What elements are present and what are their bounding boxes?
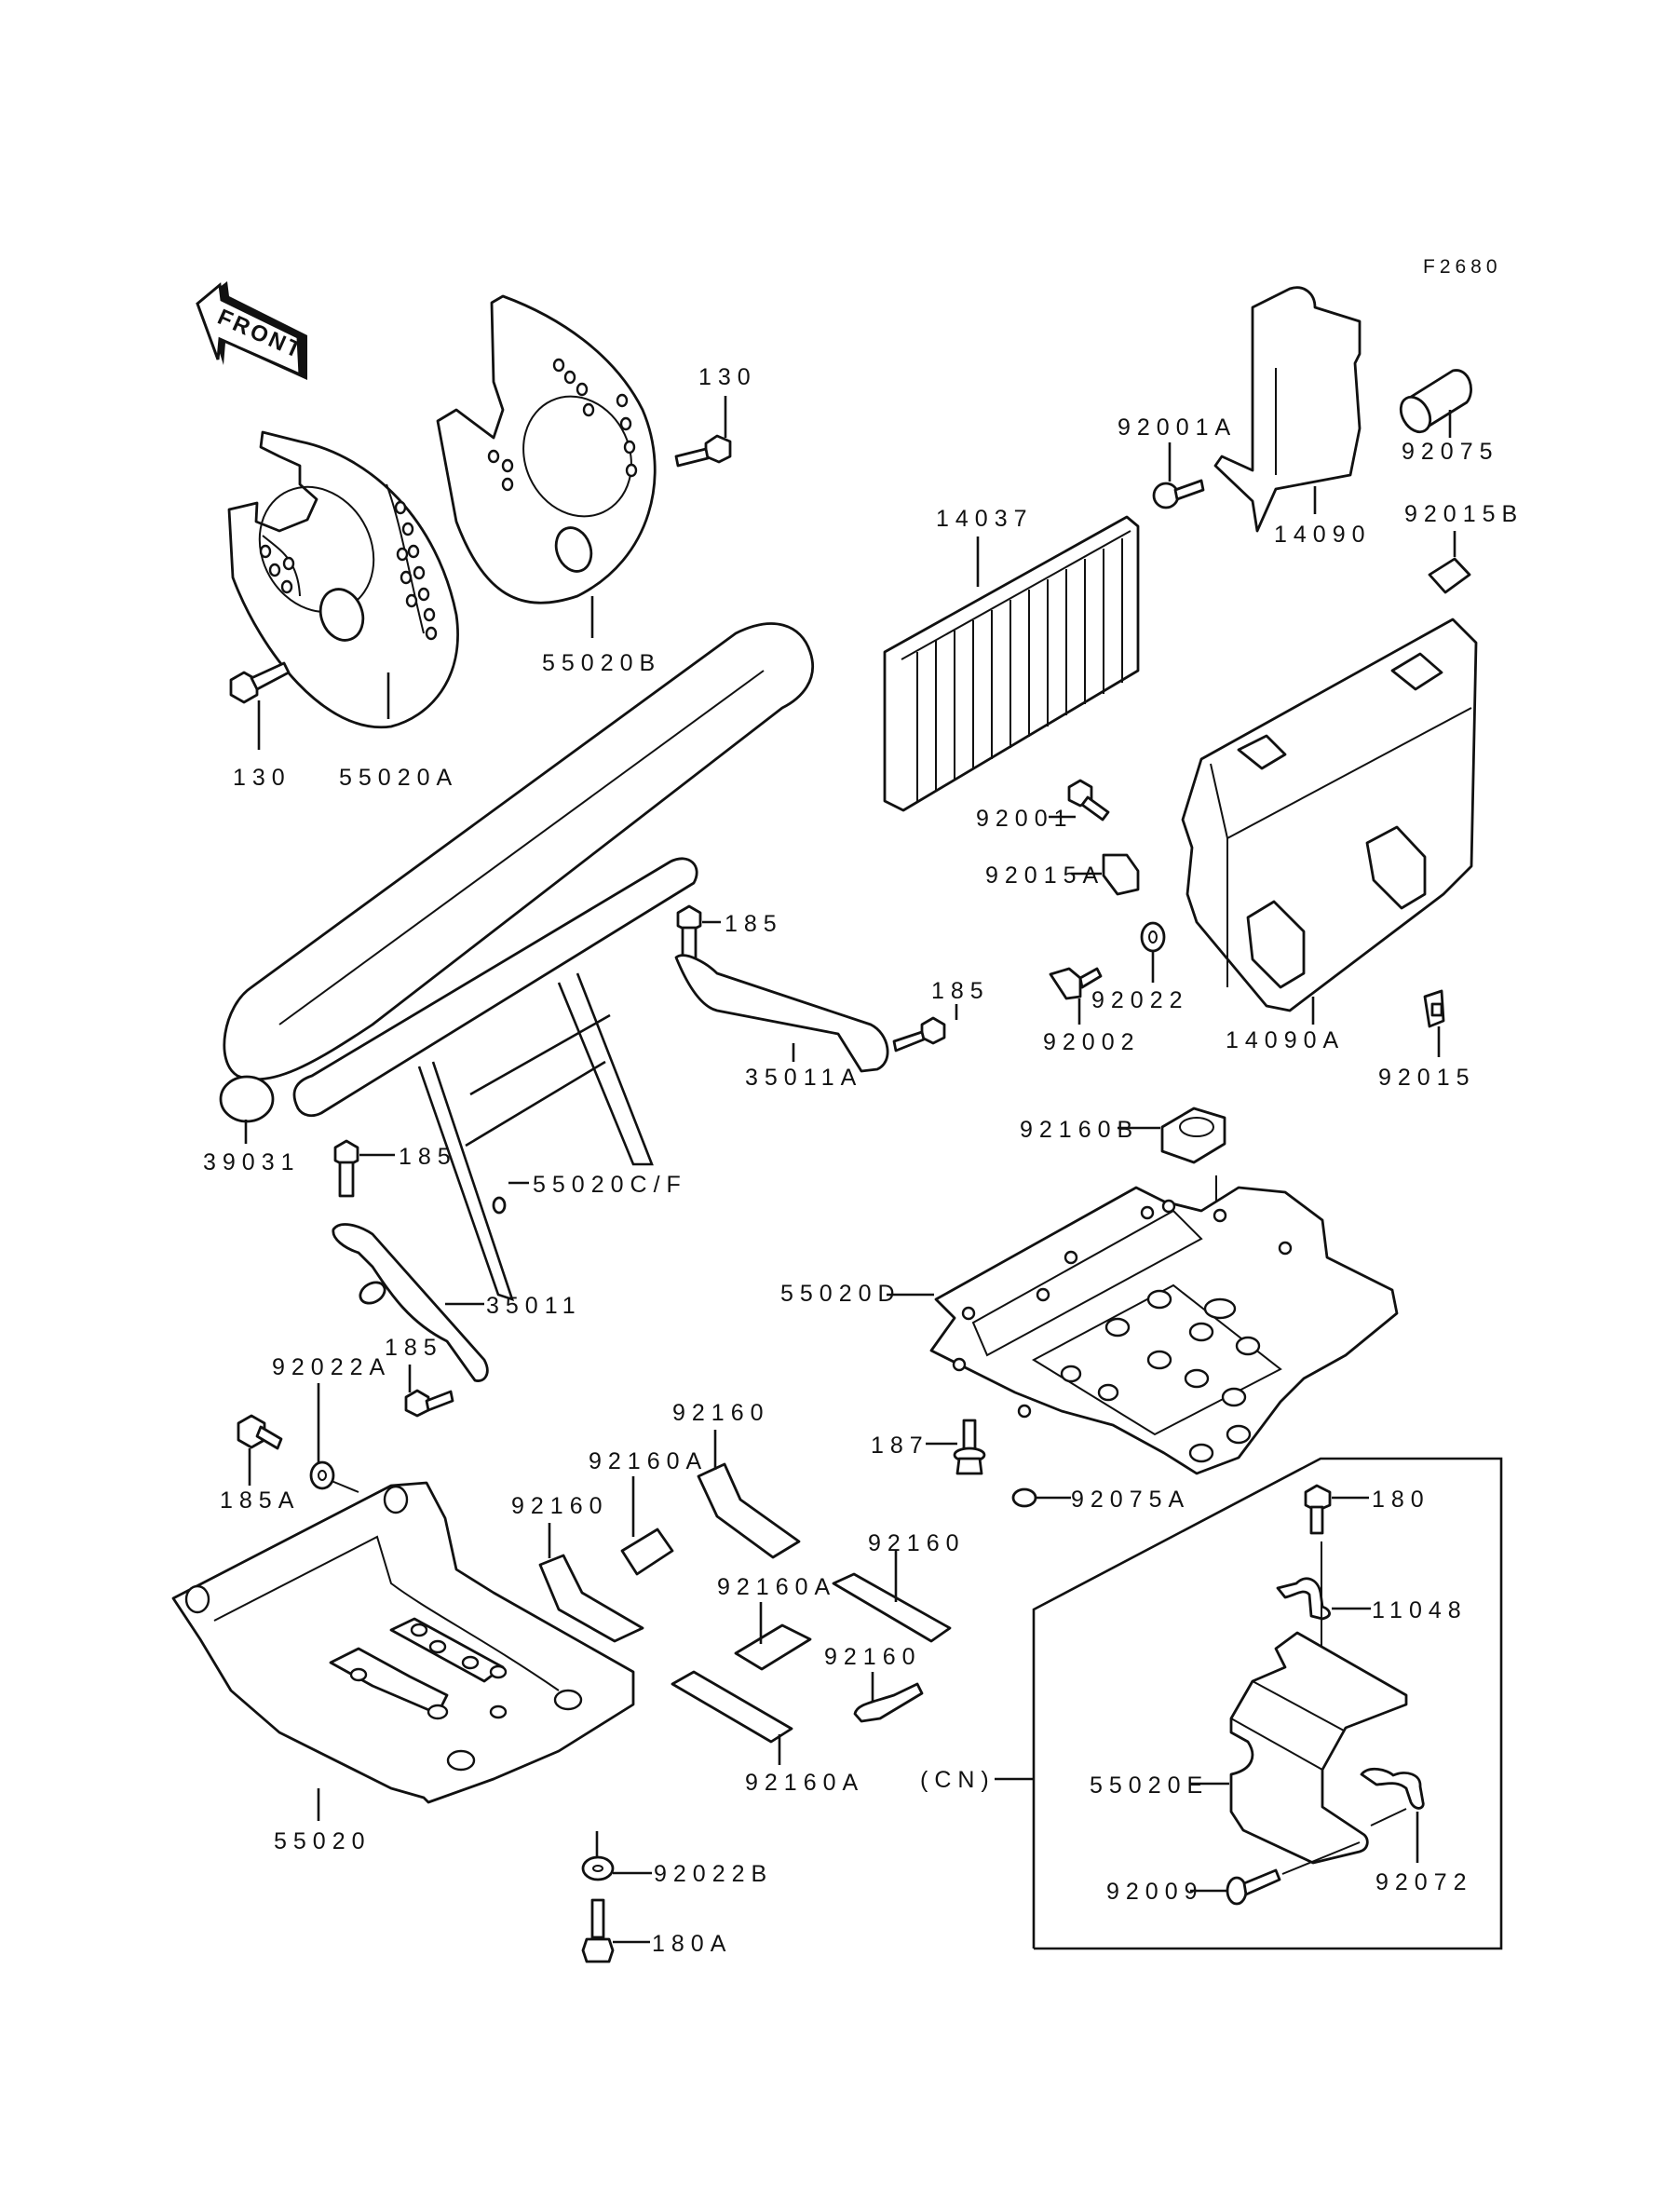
part-92022-washer[interactable] (1140, 921, 1166, 953)
callout-92160A-a: 92160A (589, 1448, 708, 1474)
callout-55020B: 55020B (542, 650, 661, 676)
bolt-130-top-icon[interactable] (674, 434, 732, 468)
callout-92160-b: 92160 (672, 1400, 770, 1426)
bolt-130-icon[interactable] (229, 661, 291, 704)
part-39031-cap[interactable] (219, 1075, 275, 1123)
part-92075A-grommet[interactable] (1011, 1487, 1037, 1508)
callout-CN: (CN) (920, 1767, 996, 1793)
bolt-185-a-icon[interactable] (676, 904, 702, 963)
part-55020B-disc-guard[interactable] (436, 294, 657, 604)
callout-92001: 92001 (976, 806, 1074, 832)
bolt-187-icon[interactable] (953, 1419, 986, 1475)
callout-185A: 185A (220, 1487, 300, 1514)
part-35011A-bracket[interactable] (674, 954, 889, 1073)
callout-92160-a: 92160 (511, 1493, 609, 1519)
part-92022A-washer[interactable] (309, 1460, 335, 1490)
part-35011-bracket[interactable] (332, 1223, 489, 1382)
part-92160-pad-d[interactable] (671, 1670, 793, 1744)
callout-55020E: 55020E (1090, 1772, 1209, 1799)
part-14037-grille[interactable] (883, 515, 1140, 812)
callout-92015B: 92015B (1404, 501, 1524, 527)
part-55020CF-frame[interactable] (223, 622, 815, 1302)
part-55020D-skid-plate[interactable] (929, 1186, 1399, 1475)
bolt-185A-icon[interactable] (237, 1414, 283, 1450)
callout-92009: 92009 (1106, 1879, 1204, 1905)
part-92160-pad-c[interactable] (832, 1572, 952, 1643)
bolt-185-c-icon[interactable] (333, 1139, 359, 1198)
callout-180: 180 (1372, 1487, 1430, 1513)
callout-92160-d: 92160A (745, 1770, 864, 1796)
callout-92160-c: 92160 (868, 1530, 966, 1556)
callout-14090: 14090 (1274, 522, 1372, 548)
part-92160A-pad-b[interactable] (734, 1623, 812, 1671)
callout-92022: 92022 (1091, 987, 1189, 1013)
bolt-185-d-icon[interactable] (404, 1389, 454, 1418)
callout-180A: 180A (652, 1931, 732, 1957)
callout-35011A: 35011A (745, 1065, 862, 1091)
cn-inset-box (1032, 1457, 1503, 1950)
callout-92002: 92002 (1043, 1029, 1141, 1055)
callout-92022B: 92022B (654, 1861, 773, 1887)
callout-92001A: 92001A (1118, 414, 1237, 441)
part-92022B-washer[interactable] (581, 1855, 615, 1881)
front-arrow-icon: FRONT (196, 281, 307, 380)
callout-92160A-c: 92160 (824, 1644, 922, 1670)
callout-14090A: 14090A (1226, 1027, 1345, 1053)
callout-55020CF: 55020C/F (533, 1172, 687, 1198)
callout-92072: 92072 (1375, 1869, 1473, 1895)
part-92160B-block[interactable] (1160, 1107, 1226, 1164)
callout-92160B: 92160B (1020, 1117, 1139, 1143)
part-92015A-clip[interactable] (1102, 853, 1140, 896)
callout-92022A: 92022A (272, 1354, 391, 1380)
part-92075-sleeve[interactable] (1395, 369, 1472, 438)
callout-55020: 55020 (274, 1828, 372, 1854)
callout-55020A: 55020A (339, 765, 458, 791)
callout-185-d: 185 (385, 1335, 443, 1361)
callout-14037: 14037 (936, 506, 1034, 532)
part-92072-clamp[interactable] (1360, 1767, 1425, 1810)
bolt-92001A-icon[interactable] (1152, 479, 1205, 509)
part-55020-skid-plate[interactable] (171, 1481, 635, 1804)
callout-39031: 39031 (203, 1149, 301, 1175)
callout-92015A: 92015A (985, 862, 1104, 889)
callout-35011: 35011 (486, 1293, 582, 1319)
callout-185-c: 185 (399, 1144, 457, 1170)
callout-130-lower: 130 (233, 765, 291, 791)
bolt-185-b-icon[interactable] (892, 1016, 946, 1052)
callout-185-a: 185 (725, 911, 783, 937)
part-92160A-pad-a[interactable] (620, 1528, 674, 1576)
bolt-92009-icon[interactable] (1226, 1868, 1281, 1906)
part-92160-pad-b[interactable] (697, 1462, 801, 1559)
part-55020A-disc-guard[interactable] (227, 430, 459, 729)
callout-11048: 11048 (1372, 1597, 1468, 1623)
figure-code: F2680 (1423, 256, 1502, 278)
part-14090A-battery-box[interactable] (1181, 618, 1478, 1012)
bolt-180A-icon[interactable] (581, 1898, 615, 1963)
part-92160-pad-a[interactable] (538, 1554, 644, 1643)
bolt-180-icon[interactable] (1304, 1484, 1332, 1535)
callout-92160A-b: 92160A (717, 1574, 836, 1600)
part-92015B-clip[interactable] (1428, 557, 1471, 594)
part-55020E-guard[interactable] (1229, 1631, 1408, 1865)
bolt-92002-wing-icon[interactable] (1049, 967, 1103, 1000)
callout-92075A: 92075A (1071, 1487, 1190, 1513)
part-92015-clip[interactable] (1423, 989, 1445, 1028)
callout-187: 187 (871, 1433, 929, 1459)
callout-130-upper: 130 (698, 364, 757, 390)
callout-92075: 92075 (1402, 439, 1499, 465)
part-11048-clamp[interactable] (1276, 1577, 1331, 1621)
callout-185-b: 185 (931, 978, 990, 1004)
bolt-92001-icon[interactable] (1067, 779, 1110, 822)
callout-92015: 92015 (1378, 1065, 1476, 1091)
part-14090-cover[interactable] (1213, 286, 1362, 533)
part-92160A-pad-c[interactable] (853, 1682, 924, 1723)
callout-55020D: 55020D (780, 1281, 901, 1307)
